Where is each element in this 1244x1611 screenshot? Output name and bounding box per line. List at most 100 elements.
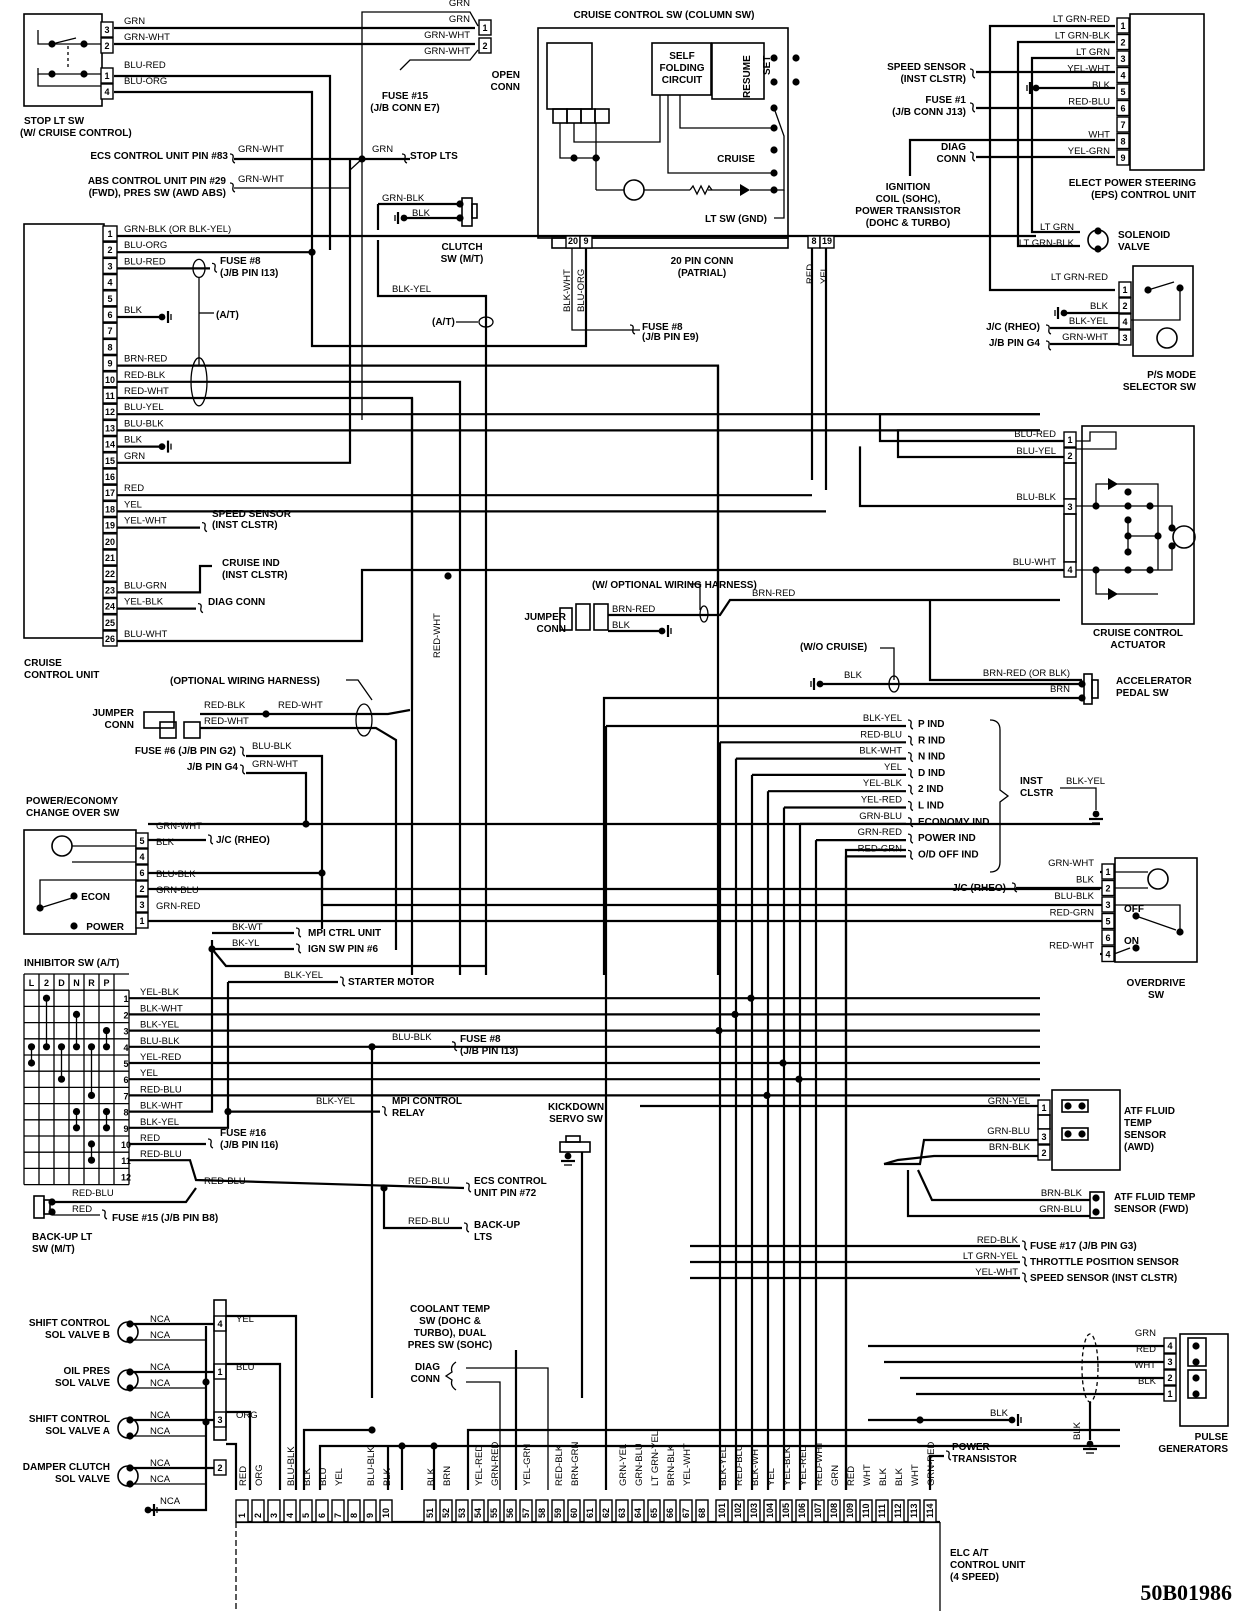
solenoid-icon [117,1321,139,1343]
indicator-label: P IND [918,719,945,730]
eps-pin [1116,132,1130,150]
wire-label: BK-YL [232,938,259,949]
indicator-lamp-icon [623,179,645,201]
pin-number: 56 [505,1508,515,1518]
pin-box [647,1499,661,1523]
pin-box [923,1499,937,1523]
pin-number: 114 [925,1503,935,1518]
wire-label: YEL-WHT [975,1267,1018,1278]
jumper-label: CONN [105,720,134,731]
stop-lt-sw-pin [100,83,114,100]
wire-label: GRN [372,144,393,155]
jc-label: J/C (RHEO) [216,835,270,846]
connector-tick-icon [229,153,236,164]
twisted-pair-icon [699,605,709,623]
wire-label: GRN-WHT [1048,858,1094,869]
cruise-sw-conn-pin [579,235,593,249]
wire-label: BLK-YEL [284,970,323,981]
wire [211,948,486,968]
pin-number: 9 [583,236,588,246]
pin-box [663,1499,677,1523]
pin-number: 60 [569,1508,579,1518]
coolant-label: COOLANT TEMP [410,1304,490,1315]
wire-label: WHT [1088,130,1110,141]
nca-label: NCA [150,1378,171,1389]
indicator-label: O/D OFF IND [918,849,979,860]
jumper-conn [593,603,609,631]
wire [928,600,1082,682]
pin-number: 2 [107,245,112,255]
pin-number: 12 [105,407,115,417]
pin-number: 105 [781,1503,791,1518]
eps-title: ELECT POWER STEERING [1069,178,1196,189]
connector-tick-icon [907,751,914,763]
connector-tick-icon [1045,324,1052,335]
connector-tick-icon [907,719,914,730]
cruise-unit-pin [102,306,118,323]
wire [917,1169,1090,1202]
pin-number: 6 [139,868,144,878]
cruise-unit-title: CRUISE [24,658,62,669]
pin-number: 18 [105,504,115,514]
wire-label: GRN [449,14,470,25]
wire-label: BLU-RED [124,256,166,267]
wire-label: LT GRN-BLK [1055,31,1111,42]
wire [117,380,462,975]
cu-cruise-ind: CRUISE IND [222,558,280,569]
cruise-unit-pin [102,435,118,453]
wire-label: GRN-WHT [124,32,170,43]
pin-number: 1 [1120,21,1125,31]
splice-dot [202,1378,210,1386]
ps-indicator-lamp-icon [1156,327,1178,349]
power-econ-pin [135,864,149,881]
overdrive-lamp-icon [1147,868,1169,890]
accelerator-label: PEDAL SW [1116,688,1169,699]
wire [318,1444,1120,1490]
wire-label: BLU-BLK [286,1446,297,1486]
wire-label: BLK-YEL [863,713,902,724]
ground-icon [564,1152,572,1160]
right-feed-label: SPEED SENSOR (INST CLSTR) [1030,1273,1177,1284]
wire-label: BLK [124,435,143,446]
nca-label: NCA [160,1496,181,1507]
pin-number: 5 [1120,87,1125,97]
pin-number: 8 [1120,137,1125,147]
wire-label: WHT [910,1464,921,1486]
pulse-gen-pin [1163,1353,1177,1370]
pin-box [503,1499,517,1523]
sensor-element [1187,1337,1207,1367]
wire-label: BLU-YEL [124,402,164,413]
pin-number: 4 [1105,950,1110,960]
eps-ignition: POWER TRANSISTOR [855,206,961,217]
wire [1147,281,1175,291]
wire [226,1314,298,1490]
wire-label: RED [846,1466,857,1486]
wire [1076,505,1173,528]
splice-dot [102,1124,111,1132]
wire-label: BLK [1092,80,1111,91]
splice-dot [1124,488,1132,496]
wire-label: GRN-WHT [238,174,284,185]
eps-diag: DIAG [941,142,966,153]
wire [608,598,1060,617]
splice-dot [102,1027,111,1035]
fuse16-label: FUSE #16 [220,1128,267,1139]
fuse8-label: (J/B PIN E9) [642,332,699,343]
wire-label: YEL [819,266,830,284]
wire [37,74,102,87]
connector-tick-icon [211,262,218,274]
pin-box [811,1499,825,1523]
pin-number: 8 [811,236,816,246]
inhibitor-pin: 7 [123,1091,128,1101]
pin-number: 66 [665,1508,675,1518]
pin-number: 2 [482,41,487,51]
pin-number: 2 [1067,451,1072,461]
pin-number: 67 [681,1508,691,1518]
wire-label: YEL [334,1468,345,1486]
self-folding-circuit-box [651,42,712,96]
wire-network [23,11,1200,1611]
terminal-block [566,108,582,124]
wire-label: BLU-BLK [140,1036,180,1047]
wire-label: GRN-BLU [987,1126,1030,1137]
